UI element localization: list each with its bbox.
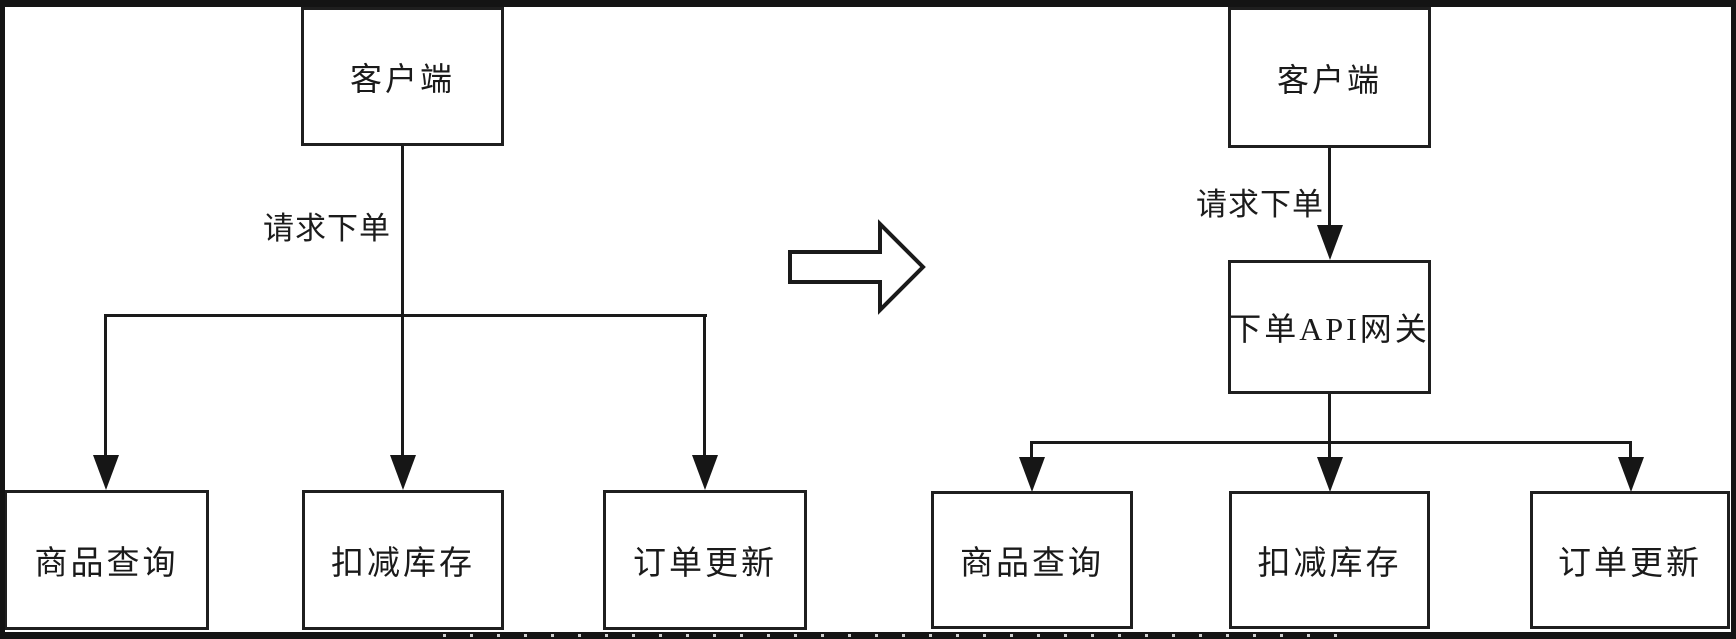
left-client-label: 客户端 [349, 60, 455, 97]
left-service-box-order-update: 订单更新 [603, 490, 807, 630]
arrowhead-icon [1317, 225, 1343, 260]
arrowhead-icon [390, 455, 416, 490]
left-service-box-inventory-deduct: 扣减库存 [302, 490, 504, 630]
service-label: 商品查询 [34, 546, 179, 582]
right-gateway-branch-line [1328, 394, 1331, 444]
cut-off-caption-fragments [430, 634, 1360, 637]
api-gateway-box: 下单API网关 [1228, 260, 1431, 394]
right-drop-line-2 [1328, 441, 1331, 461]
right-edge-label: 请求下单 [1196, 187, 1324, 222]
left-edge-label: 请求下单 [263, 211, 391, 246]
left-service-box-product-query: 商品查询 [4, 490, 209, 630]
frame-border-top [0, 0, 1736, 7]
service-label: 商品查询 [960, 546, 1104, 582]
right-drop-line-1 [1030, 441, 1033, 461]
right-client-box: 客户端 [1228, 7, 1431, 148]
right-client-label: 客户端 [1276, 61, 1382, 98]
right-drop-line-3 [1629, 441, 1632, 461]
service-label: 订单更新 [633, 546, 777, 582]
left-drop-line-3 [703, 314, 706, 457]
right-client-gateway-line [1328, 148, 1331, 228]
service-label: 扣减库存 [331, 546, 475, 582]
service-label: 订单更新 [1558, 546, 1702, 582]
arrowhead-icon [1317, 457, 1343, 492]
arrowhead-icon [692, 455, 718, 490]
right-service-box-product-query: 商品查询 [931, 491, 1133, 629]
api-gateway-label: 下单API网关 [1229, 311, 1430, 347]
transform-arrow-icon [788, 219, 926, 315]
frame-border-right [1731, 0, 1736, 639]
right-service-box-order-update: 订单更新 [1530, 491, 1730, 629]
left-main-flow-line [401, 146, 404, 457]
left-branch-line [104, 314, 707, 317]
right-branch-line [1030, 441, 1632, 444]
service-label: 扣减库存 [1257, 546, 1402, 582]
arrowhead-icon [1019, 457, 1045, 492]
frame-border-left [0, 0, 5, 639]
right-service-box-inventory-deduct: 扣减库存 [1229, 491, 1430, 629]
left-drop-line-1 [104, 314, 107, 457]
arrowhead-icon [93, 455, 119, 490]
left-client-box: 客户端 [301, 7, 504, 146]
arrowhead-icon [1618, 457, 1644, 492]
